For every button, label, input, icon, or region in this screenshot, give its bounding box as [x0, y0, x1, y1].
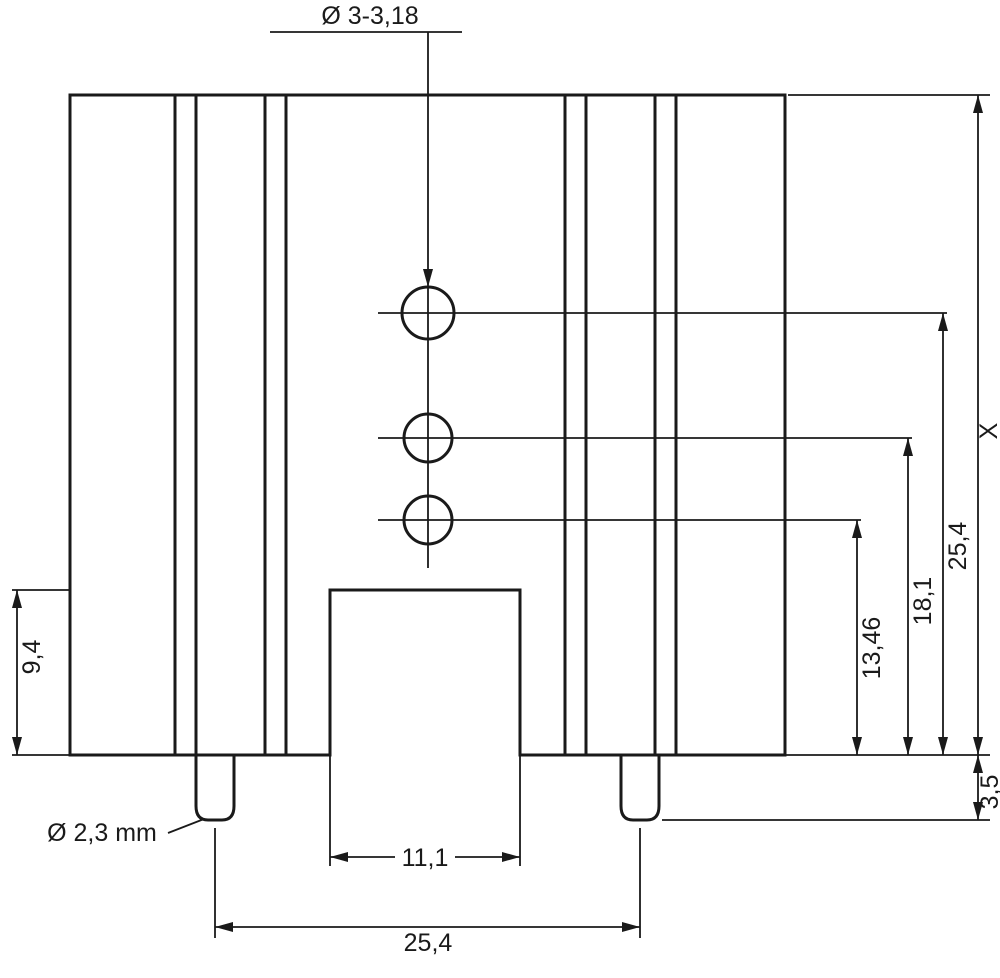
centerlines	[378, 32, 947, 568]
arrowhead-up	[903, 438, 913, 456]
right-extension-lines	[662, 94, 990, 821]
pin-right	[619, 755, 661, 822]
arrowhead-down	[938, 737, 948, 755]
arrowhead-right	[622, 922, 640, 932]
dimension-hole-middle-offset: 18,1	[903, 438, 937, 755]
arrowhead-down	[423, 269, 433, 287]
pin-spacing-label: 25,4	[404, 929, 453, 957]
dimension-hole-spec: Ø 3-3,18	[270, 2, 462, 287]
solder-pins	[194, 755, 661, 822]
arrowhead-up	[973, 95, 983, 113]
arrowhead-left	[215, 922, 233, 932]
hole-bottom-offset-label: 13,46	[858, 617, 886, 680]
arrowhead-down	[852, 737, 862, 755]
pin-protrusion-label: 3,5	[976, 775, 1000, 810]
hole-middle-offset-label: 18,1	[909, 577, 937, 626]
heatsink-body-outline	[68, 93, 787, 757]
dimension-pin-diameter: Ø 2,3 mm	[47, 818, 205, 847]
hole-spec-label: Ø 3-3,18	[321, 2, 418, 30]
dimension-pin-spacing: 25,4	[214, 828, 641, 957]
flange-height-label: 9,4	[18, 640, 46, 675]
heatsink-body	[68, 93, 787, 757]
mounting-hole-middle	[402, 412, 454, 464]
dimension-pin-protrusion: 3,5	[973, 755, 1000, 820]
arrowhead-up	[852, 520, 862, 538]
arrowhead-down	[973, 737, 983, 755]
mounting-hole-bottom	[402, 494, 454, 546]
dimension-hole-top-offset: 25,4	[938, 313, 972, 755]
hole-top-offset-label: 25,4	[944, 522, 972, 571]
leader-line	[167, 818, 205, 834]
arrowhead-right	[502, 852, 520, 862]
arrowhead-up	[12, 590, 22, 608]
arrowhead-up	[938, 313, 948, 331]
dimension-overall-height: X	[973, 95, 1000, 755]
pin-diameter-label: Ø 2,3 mm	[47, 819, 157, 847]
overall-height-label: X	[975, 422, 1000, 439]
arrowhead-up	[973, 755, 983, 773]
arrowhead-left	[330, 852, 348, 862]
arrowhead-down	[903, 737, 913, 755]
dimension-flange-height: 9,4	[12, 589, 70, 756]
pin-left	[194, 755, 236, 822]
arrowhead-down	[12, 737, 22, 755]
dimension-slot-width: 11,1	[329, 755, 521, 872]
slot-width-label: 11,1	[402, 844, 449, 872]
dimension-hole-bottom-offset: 13,46	[852, 520, 886, 755]
arrowhead-down	[973, 802, 983, 820]
